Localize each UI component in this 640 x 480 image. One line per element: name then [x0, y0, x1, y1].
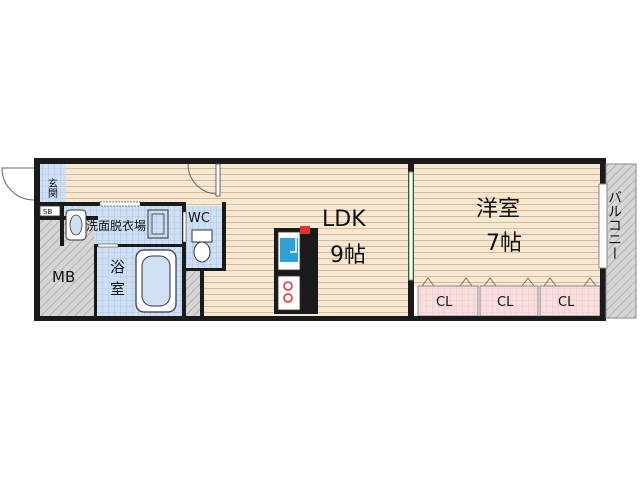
bath-label-1: 浴	[110, 258, 125, 276]
toilet-label: WC	[188, 211, 210, 226]
washroom-door[interactable]	[97, 243, 119, 248]
closet-1-label: CL	[436, 295, 453, 310]
kitchen-counter	[274, 226, 318, 314]
bathtub	[135, 249, 177, 313]
hall-door[interactable]	[187, 163, 221, 197]
western-room-floor	[414, 164, 604, 286]
balcony-label: バルコニー	[606, 190, 622, 260]
closet-door-marks	[421, 277, 597, 287]
front-door[interactable]	[1, 167, 35, 201]
closet-2-label: CL	[497, 295, 514, 310]
closet-3	[539, 285, 601, 317]
ldk-label: LDK	[322, 207, 366, 232]
balcony-floor	[606, 164, 636, 318]
sliding-partition	[408, 171, 414, 281]
toilet-door[interactable]	[182, 211, 187, 243]
ldk-size-label: 9帖	[330, 243, 366, 268]
closet-2	[479, 285, 539, 317]
meter-box-label: MB	[52, 268, 75, 286]
closet-1	[417, 285, 479, 317]
washroom-label: 洗面脱衣場	[86, 218, 146, 233]
washbasin	[65, 209, 87, 241]
closet-3-label: CL	[558, 295, 575, 310]
pipe-space	[184, 270, 202, 316]
toilet-fixture	[191, 229, 213, 263]
western-room-label: 洋室	[476, 197, 520, 222]
washing-machine-space	[147, 209, 169, 239]
entrance-floor	[40, 164, 66, 204]
shoe-box	[39, 205, 61, 217]
entrance-label: 玄関	[46, 177, 58, 199]
western-room-size-label: 7帖	[486, 231, 522, 256]
washroom-window	[99, 201, 141, 207]
shoe-box-label: SB	[43, 208, 52, 216]
bath-label-2: 室	[110, 280, 125, 298]
balcony-window	[598, 183, 608, 269]
